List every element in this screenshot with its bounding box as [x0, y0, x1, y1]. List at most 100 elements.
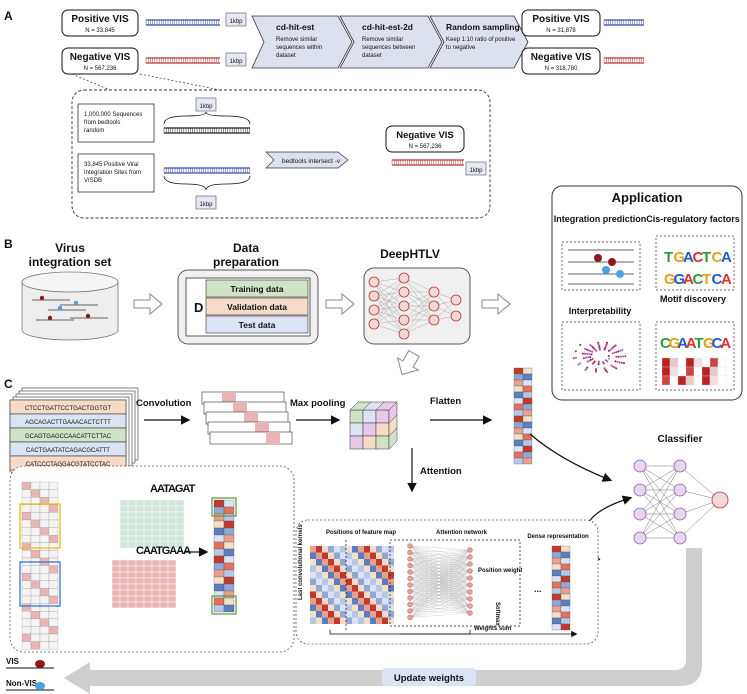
svg-text:A: A [720, 335, 731, 352]
negative-sequence-lines [145, 57, 220, 64]
sequence-text: CATCCCTAGGACGTATCCTAC [26, 462, 111, 468]
softmax-label: Softmax [494, 602, 500, 626]
visdb-source-text: Integration Sites from [84, 170, 141, 176]
step3-title: Random sampling [446, 22, 520, 32]
negative-vis-box: Negative VIS N = 567,236 [61, 47, 139, 75]
step-cd-hit-est-2d: cd-hit-est-2d Remove similar sequences b… [339, 15, 443, 69]
data-prep-box: D Training data Validation data Test dat… [177, 269, 319, 345]
positive-sequence-lines [145, 19, 220, 26]
out-neg-count: N = 318,780 [545, 66, 579, 72]
svg-text:G: G [674, 249, 686, 266]
d-label: D [194, 300, 203, 315]
arrow-b3 [481, 292, 511, 316]
step3-desc: Keep 1:10 ratio of positive [446, 37, 516, 43]
panel-c-letter: C [4, 377, 13, 391]
training-data: Training data [231, 284, 284, 294]
step1-title: cd-hit-est [276, 22, 314, 32]
deephtlv-title: DeepHTLV [380, 247, 440, 261]
svg-text:G: G [664, 271, 676, 288]
panel-b-letter: B [4, 237, 13, 251]
database-cylinder [21, 271, 119, 341]
attention-network-label: Attention network [436, 530, 488, 536]
kbp-tag [225, 12, 247, 27]
svg-text:A: A [721, 249, 732, 266]
svg-text:A: A [683, 249, 694, 266]
output-positive-lines [603, 19, 644, 26]
application-title: Application [612, 190, 683, 205]
positive-sequence-lines [163, 167, 251, 174]
sequence-stack: CTCCTGATTCCTGACTGGTGT AGCAGACTTGAAACACTCT… [9, 387, 139, 473]
positive-vis-count: N = 33,845 [85, 28, 115, 34]
sequence-text: AGCAGACTTGAAACACTCTTT [25, 420, 111, 426]
flattened-vector [513, 367, 533, 465]
brace-bottom [163, 175, 251, 191]
legend-non-vis-label: Non-VIS [6, 679, 38, 688]
svg-text:T: T [694, 335, 703, 352]
svg-text:C: C [712, 271, 723, 288]
svg-text:C: C [660, 335, 671, 352]
svg-text:G: G [703, 335, 715, 352]
legend: VIS Non-VIS [6, 657, 54, 691]
ellipsis: ... [534, 584, 542, 594]
output-negative-lines [603, 57, 644, 64]
legend-vis-label: VIS [6, 657, 20, 666]
inset-negative-label: Negative VIS [396, 130, 454, 141]
dense-label: Dense representation [527, 534, 589, 540]
visdb-source-text: 33,845 Positive Viral [84, 162, 139, 168]
step-cd-hit-est: cd-hit-est Remove similar sequences with… [251, 15, 353, 69]
step1-desc: dataset [276, 53, 296, 59]
motif-discovery-label: Motif discovery [660, 294, 726, 304]
svg-text:T: T [702, 271, 711, 288]
svg-text:G: G [674, 271, 686, 288]
random-source-text: from bedtools [84, 120, 120, 126]
svg-text:T: T [664, 249, 673, 266]
convolution-label: Convolution [136, 398, 192, 409]
arrow-b2 [325, 292, 355, 316]
kbp-tag [225, 52, 247, 67]
panel-a-letter: A [4, 9, 13, 23]
kbp-label: 1kbp [469, 168, 483, 174]
data-prep-title: Data [233, 241, 259, 255]
output-negative-vis-box: Negative VIS N = 318,780 [521, 47, 601, 75]
svg-text:A: A [677, 335, 688, 352]
brace-top [163, 111, 251, 125]
interpretability-label: Interpretability [569, 306, 632, 316]
svg-text:G: G [669, 335, 681, 352]
flatten-label: Flatten [430, 396, 461, 407]
classifier-label: Classifier [657, 434, 702, 445]
feature-maps [201, 391, 293, 445]
convolution-detail: AATAGAT CAATGAAA [9, 465, 295, 653]
svg-text:A: A [683, 271, 694, 288]
svg-text:A: A [686, 335, 697, 352]
svg-text:C: C [693, 249, 704, 266]
inset-negative-generation: 1,000,000 Sequences from bedtools random… [71, 89, 491, 219]
random-source-text: random [84, 128, 104, 134]
zoom-lines [71, 73, 221, 91]
integration-prediction-label: Integration prediction [554, 214, 647, 224]
positive-vis-box: Positive VIS N = 33,845 [61, 9, 139, 37]
step3-desc: to negative [446, 45, 476, 51]
data-prep-title: preparation [213, 255, 279, 269]
kbp-label: 1kbp [229, 19, 243, 25]
step2-desc: dataset [362, 53, 382, 59]
step2-desc: Remove similar [362, 37, 403, 43]
inset-negative-count: N = 567,236 [409, 144, 443, 150]
visdb-source-text: VISDB [84, 178, 102, 184]
random-sequence-lines [163, 127, 251, 134]
virus-title: integration set [29, 255, 112, 269]
motif2-logo: CAATGAAA [136, 545, 191, 557]
position-weight-label: Position weight [478, 568, 522, 574]
application-panel: Application Integration prediction Cis-r… [551, 185, 743, 401]
positive-vis-label: Positive VIS [71, 14, 129, 25]
sequence-text: CTCCTGATTCCTGACTGGTGT [25, 406, 112, 412]
step2-title: cd-hit-est-2d [362, 22, 413, 32]
bedtools-intersect-label: bedtools intersect -v [282, 158, 341, 165]
sequence-text: GCAGTGAGCCAACATTCTTAC [25, 434, 112, 440]
attention-label: Attention [420, 466, 462, 477]
step2-desc: sequences between [362, 45, 415, 51]
virus-title: Virus [55, 241, 85, 255]
out-pos-count: N = 31,878 [546, 28, 576, 34]
kbp-label: 1kbp [229, 59, 243, 65]
inset-negative-lines [391, 159, 464, 166]
arrow-b4 [396, 349, 420, 376]
